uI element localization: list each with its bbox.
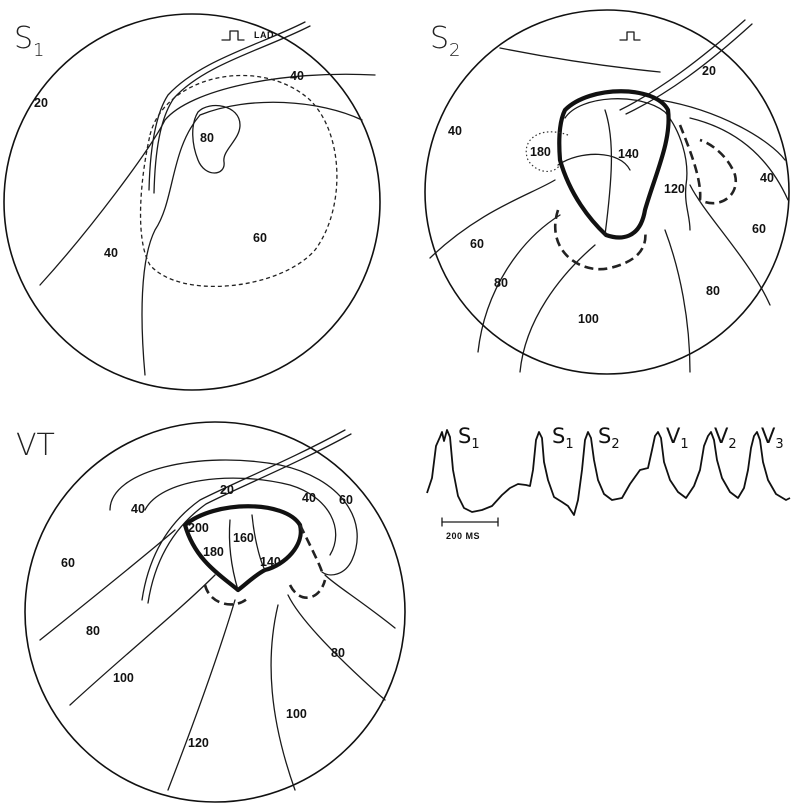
s2-isochrone-right-80 bbox=[690, 185, 770, 305]
vt-label-80-right: 80 bbox=[331, 646, 345, 660]
s2-label-40-right: 40 bbox=[760, 171, 774, 185]
s2-block-divider bbox=[605, 110, 611, 235]
vt-isochrone-120-right bbox=[271, 605, 295, 790]
s2-dashed-bottom bbox=[555, 210, 645, 269]
ecg-label-s1-second: S1 bbox=[552, 424, 574, 452]
s2-isochrone-left-60 bbox=[430, 180, 555, 258]
s2-label-140: 140 bbox=[618, 147, 639, 161]
vt-label-60-right: 60 bbox=[339, 493, 353, 507]
s2-isochrone-right-100 bbox=[665, 230, 690, 372]
vt-panel-title: VT bbox=[16, 428, 55, 463]
s2-label-20: 20 bbox=[702, 64, 716, 78]
s1-dashed-region bbox=[141, 75, 337, 286]
s1-lad-label: LAD bbox=[254, 30, 274, 40]
vt-dashed-right bbox=[300, 525, 322, 572]
s2-conduction-block-outline bbox=[559, 91, 668, 237]
s2-isochrone-right-40 bbox=[690, 118, 788, 200]
s1-lad-line-a bbox=[149, 22, 305, 190]
vt-label-40-left: 40 bbox=[131, 502, 145, 516]
s2-label-40-left: 40 bbox=[448, 124, 462, 138]
s1-label-20: 20 bbox=[34, 96, 48, 110]
s2-label-60-left: 60 bbox=[470, 237, 484, 251]
s2-isochrone-left-100 bbox=[520, 245, 595, 372]
panel-s1: S1 LAD 20 40 40 80 60 bbox=[4, 14, 380, 390]
s2-label-180: 180 bbox=[530, 145, 551, 159]
vt-isochrone-80-right bbox=[325, 575, 395, 628]
s2-lad-line-b bbox=[626, 24, 752, 114]
vt-label-20: 20 bbox=[220, 483, 234, 497]
s2-label-100: 100 bbox=[578, 312, 599, 326]
vt-label-60-left: 60 bbox=[61, 556, 75, 570]
vt-label-120: 120 bbox=[188, 736, 209, 750]
vt-label-80-left: 80 bbox=[86, 624, 100, 638]
ecg-label-v3: V3 bbox=[761, 424, 784, 452]
vt-label-180: 180 bbox=[203, 545, 224, 559]
s2-dashed-right bbox=[680, 125, 736, 203]
vt-isochrone-60-loop bbox=[110, 460, 357, 575]
s1-panel-title: S1 bbox=[14, 21, 45, 61]
s1-label-40-left: 40 bbox=[104, 246, 118, 260]
s2-label-80-right: 80 bbox=[706, 284, 720, 298]
vt-label-100-left: 100 bbox=[113, 671, 134, 685]
scale-bar-label: 200 MS bbox=[446, 531, 480, 541]
s1-label-80: 80 bbox=[200, 131, 214, 145]
ecg-label-s2: S2 bbox=[598, 424, 620, 452]
s2-label-80-left: 80 bbox=[494, 276, 508, 290]
vt-label-140: 140 bbox=[260, 555, 281, 569]
panel-s2: S2 20 40 40 180 140 120 60 60 80 80 100 bbox=[425, 10, 789, 374]
ecg-scale-bar: 200 MS bbox=[442, 518, 498, 541]
s1-isochrone-b bbox=[142, 102, 362, 375]
s1-label-40-top: 40 bbox=[290, 69, 304, 83]
vt-label-40-right: 40 bbox=[302, 491, 316, 505]
vt-label-160: 160 bbox=[233, 531, 254, 545]
s2-panel-title: S2 bbox=[430, 21, 461, 61]
s1-label-60: 60 bbox=[253, 231, 267, 245]
ecg-label-v2: V2 bbox=[714, 424, 737, 452]
s1-epicardial-outline bbox=[4, 14, 380, 390]
ecg-label-s1-first: S1 bbox=[458, 424, 480, 452]
s1-isochrone-a bbox=[40, 74, 375, 285]
vt-lad-line-a bbox=[142, 430, 345, 600]
vt-label-100-right: 100 bbox=[286, 707, 307, 721]
ecg-label-v1: V1 bbox=[666, 424, 689, 452]
s2-stimulus-marker bbox=[620, 32, 640, 40]
s1-stimulus-marker bbox=[222, 31, 244, 40]
vt-isochrone-120-left bbox=[168, 600, 235, 790]
ecg-panel: S1 S1 S2 V1 V2 V3 200 MS bbox=[427, 424, 790, 541]
s2-label-60-right: 60 bbox=[752, 222, 766, 236]
vt-label-200: 200 bbox=[188, 521, 209, 535]
s2-label-120: 120 bbox=[664, 182, 685, 196]
s2-lad-line-a bbox=[620, 20, 745, 110]
panel-vt: VT 40 20 40 60 60 200 160 180 140 80 80 … bbox=[16, 422, 405, 802]
vt-isochrone-80-left bbox=[40, 530, 175, 640]
vt-dashed-bottom-right bbox=[290, 580, 325, 598]
s2-isochrone-top bbox=[500, 48, 660, 72]
